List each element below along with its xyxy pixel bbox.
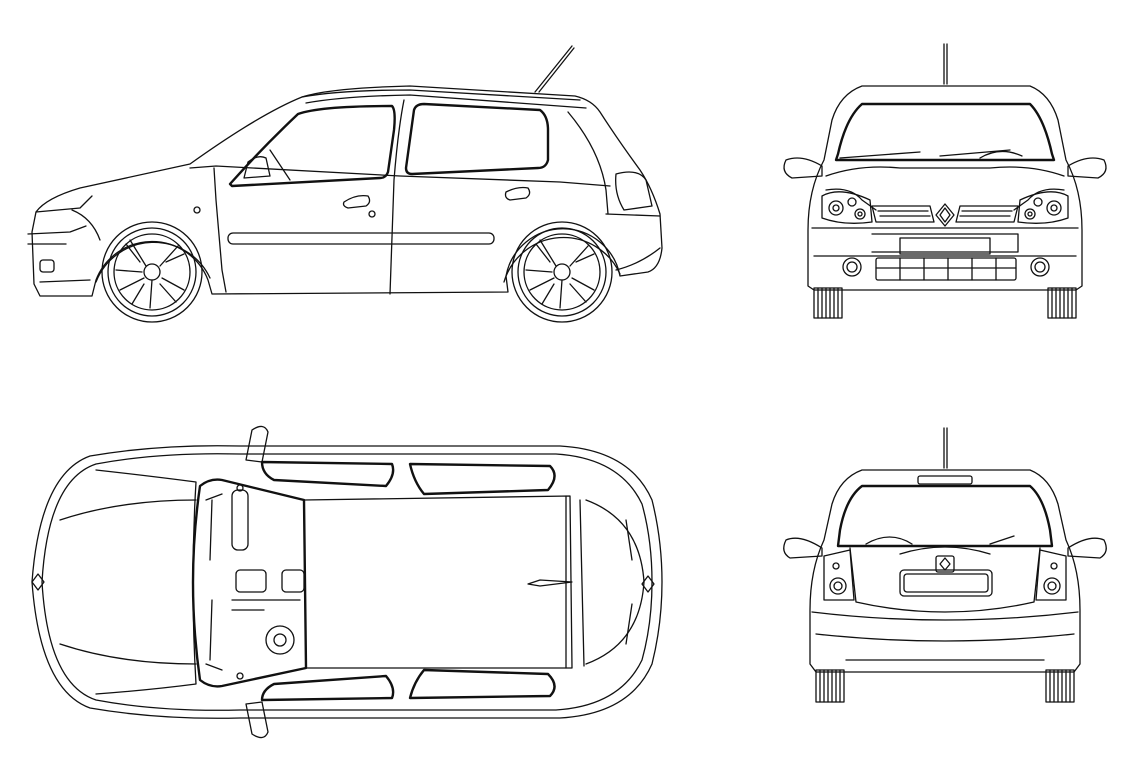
top-steering-wheel: [265, 625, 295, 655]
front-mirror-right: [1067, 157, 1107, 179]
rear-mirror-right: [1067, 537, 1107, 559]
side-moulding: [227, 232, 495, 245]
top-windshield: [191, 478, 308, 688]
front-headlight-left: [821, 191, 873, 224]
front-tire-left: [813, 287, 843, 319]
front-body-outline: [807, 85, 1083, 291]
rear-plate: [899, 569, 993, 597]
front-fog-right: [1030, 257, 1050, 277]
top-roof: [303, 495, 573, 669]
side-mirror: [243, 156, 271, 179]
side-antenna: [534, 45, 573, 93]
rear-view: [783, 427, 1107, 703]
front-view: [783, 43, 1107, 319]
side-view: [27, 45, 663, 323]
side-body-outline: [31, 85, 663, 297]
top-side-window-upper-front: [260, 460, 395, 488]
rear-light-left: [823, 549, 855, 601]
front-fog-left: [842, 257, 862, 277]
front-door-handle: [342, 194, 371, 209]
top-side-window-upper-rear: [408, 462, 556, 496]
side-rear-window: [404, 102, 550, 176]
top-body-outline: [31, 445, 663, 719]
rear-mirror-left: [783, 537, 823, 559]
front-tire-right: [1047, 287, 1077, 319]
top-front-logo: [31, 573, 45, 591]
top-side-window-lower-rear: [408, 668, 556, 700]
rear-tire-right: [1045, 669, 1075, 703]
front-windshield: [834, 102, 1056, 162]
rear-light-right: [1035, 549, 1067, 601]
top-side-window-lower-front: [260, 674, 395, 702]
side-rear-wheel: [511, 221, 613, 323]
front-headlight-right: [1017, 191, 1069, 224]
rear-logo: [935, 555, 955, 573]
rear-door-handle: [504, 186, 531, 201]
front-grille: [871, 205, 935, 223]
top-view: [31, 425, 663, 739]
rear-window: [836, 484, 1054, 548]
front-logo: [935, 203, 955, 227]
side-rear-light: [615, 171, 653, 211]
side-front-wheel: [101, 221, 203, 323]
rear-tire-left: [815, 669, 845, 703]
front-mirror-left: [783, 157, 823, 179]
top-rear-logo: [641, 575, 655, 593]
front-plate: [899, 237, 991, 255]
side-front-window: [228, 104, 396, 188]
top-mirror-lower: [245, 701, 269, 739]
top-mirror-upper: [245, 425, 269, 463]
